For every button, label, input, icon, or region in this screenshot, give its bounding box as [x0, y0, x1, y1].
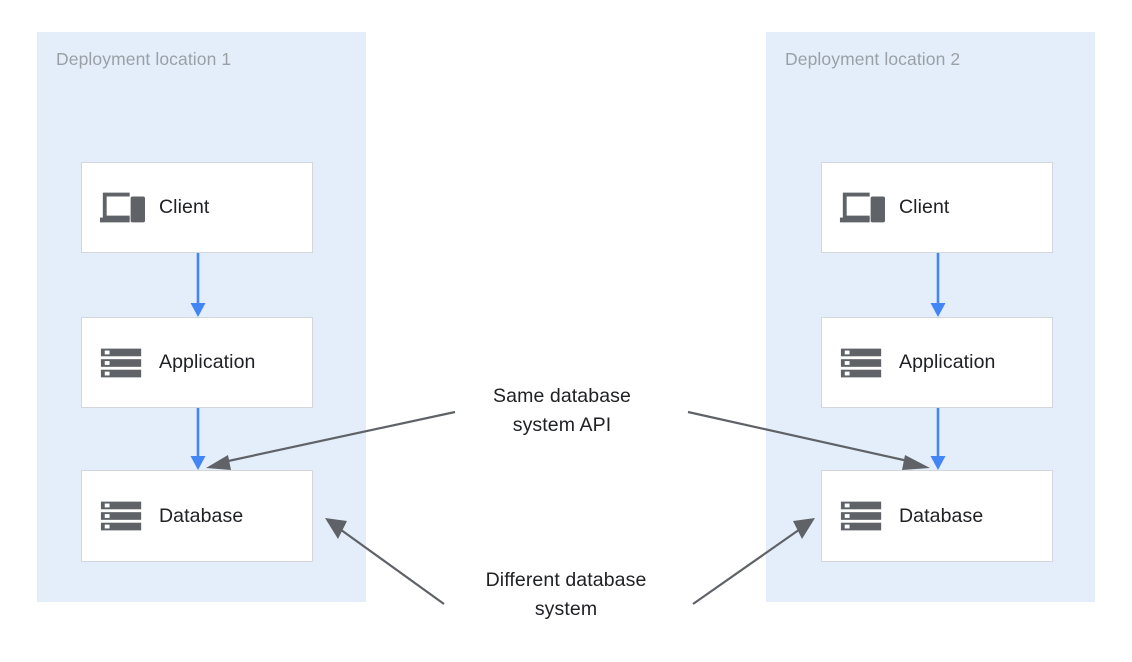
devices-icon — [839, 192, 885, 222]
server-icon — [840, 501, 882, 531]
node-client-2[interactable]: Client — [821, 162, 1053, 253]
server-icon — [100, 348, 142, 377]
deployment-zone-2-label: Deployment location 2 — [785, 49, 961, 69]
node-application-2[interactable]: Application — [821, 317, 1053, 408]
node-client-1-label: Client — [159, 196, 210, 218]
node-database-1-label: Database — [159, 504, 244, 527]
node-database-2-label: Database — [899, 504, 984, 527]
devices-icon — [99, 192, 145, 222]
node-client-1[interactable]: Client — [81, 162, 313, 253]
annotation-same-api: Same database system API — [493, 385, 631, 436]
server-icon — [100, 501, 142, 531]
node-application-1-label: Application — [159, 351, 256, 373]
node-client-2-label: Client — [899, 196, 950, 218]
node-database-2[interactable]: Database — [821, 470, 1053, 562]
node-application-1[interactable]: Application — [81, 317, 313, 408]
node-database-1[interactable]: Database — [81, 470, 313, 562]
server-icon — [840, 348, 882, 377]
deployment-zone-1-label: Deployment location 1 — [56, 49, 232, 69]
node-application-2-label: Application — [899, 351, 996, 373]
annotation-different-system: Different database system — [485, 569, 647, 620]
